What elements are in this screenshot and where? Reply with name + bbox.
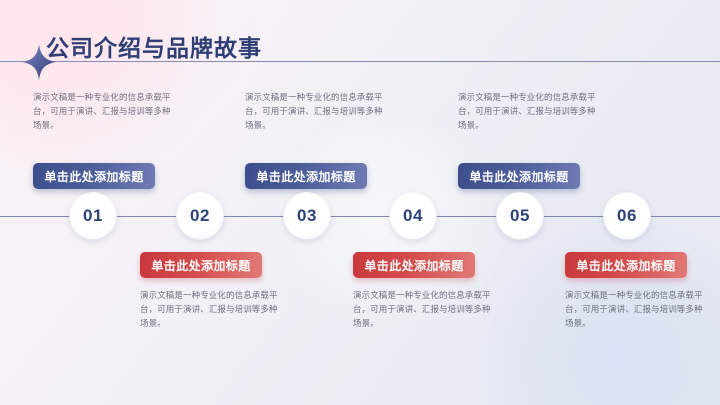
title-button-01[interactable]: 单击此处添加标题: [33, 163, 155, 189]
description-text-04: 演示文稿是一种专业化的信息承载平台，可用于演讲、汇报与培训等多种场景。: [353, 290, 491, 328]
title-button-04[interactable]: 单击此处添加标题: [353, 252, 475, 278]
decor-blob-pink: [0, 0, 240, 180]
sparkle-icon: [22, 44, 56, 80]
timeline-node-01[interactable]: 01: [70, 193, 116, 239]
title-button-02[interactable]: 单击此处添加标题: [140, 252, 262, 278]
timeline-node-06[interactable]: 06: [604, 193, 650, 239]
description-text-02: 演示文稿是一种专业化的信息承载平台，可用于演讲、汇报与培训等多种场景。: [140, 290, 278, 328]
description-text-01: 演示文稿是一种专业化的信息承载平台，可用于演讲、汇报与培训等多种场景。: [33, 92, 171, 130]
timeline-node-04[interactable]: 04: [390, 193, 436, 239]
timeline-node-number: 05: [510, 206, 530, 225]
timeline-node-number: 06: [617, 206, 637, 225]
timeline-node-02[interactable]: 02: [177, 193, 223, 239]
description-text-05: 演示文稿是一种专业化的信息承载平台，可用于演讲、汇报与培训等多种场景。: [458, 92, 596, 130]
page-title: 公司介绍与品牌故事: [46, 35, 262, 61]
timeline-node-number: 02: [190, 206, 210, 225]
title-button-05[interactable]: 单击此处添加标题: [458, 163, 580, 189]
timeline-node-05[interactable]: 05: [497, 193, 543, 239]
timeline-node-number: 03: [297, 206, 317, 225]
timeline-node-03[interactable]: 03: [284, 193, 330, 239]
timeline-node-number: 04: [403, 206, 423, 225]
description-text-03: 演示文稿是一种专业化的信息承载平台，可用于演讲、汇报与培训等多种场景。: [245, 92, 383, 130]
title-button-03[interactable]: 单击此处添加标题: [245, 163, 367, 189]
header-divider: [0, 61, 720, 62]
title-button-06[interactable]: 单击此处添加标题: [565, 252, 687, 278]
description-text-06: 演示文稿是一种专业化的信息承载平台，可用于演讲、汇报与培训等多种场景。: [565, 290, 703, 328]
timeline-node-number: 01: [83, 206, 103, 225]
timeline-line: [0, 216, 720, 217]
